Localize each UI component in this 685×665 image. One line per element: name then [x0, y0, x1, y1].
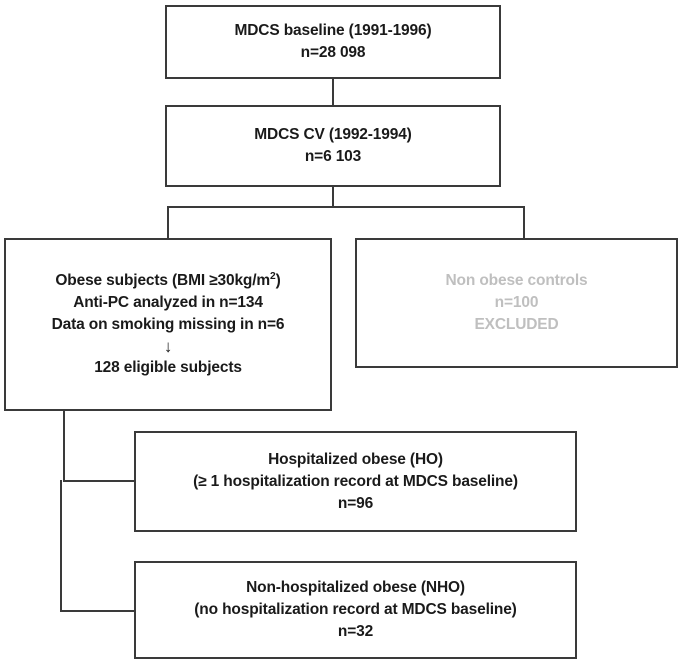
node-non-obese-controls-line1: Non obese controls [445, 272, 588, 289]
node-non-obese-controls-status: EXCLUDED [474, 316, 559, 333]
node-obese-subjects-bmi-suffix: ) [275, 271, 281, 289]
node-hospitalized-obese-criteria: (≥ 1 hospitalization record at MDCS base… [193, 472, 518, 490]
node-obese-subjects-bmi-superscript: 2 [270, 270, 276, 282]
node-hospitalized-obese: Hospitalized obese (HO) (≥ 1 hospitaliza… [134, 431, 577, 532]
node-mdcs-baseline-count: n=28 098 [300, 44, 366, 61]
node-non-hospitalized-obese-criteria: (no hospitalization record at MDCS basel… [194, 601, 517, 618]
node-obese-subjects: Obese subjects (BMI ≥30kg/m2) Anti-PC an… [4, 238, 332, 411]
node-obese-subjects-bmi-prefix: Obese subjects (BMI ≥30kg/m [55, 271, 271, 289]
node-obese-subjects-line1: Obese subjects (BMI ≥30kg/m2) [55, 270, 280, 292]
node-hospitalized-obese-line1: Hospitalized obese (HO) [268, 450, 443, 468]
node-non-hospitalized-obese: Non-hospitalized obese (NHO) (no hospita… [134, 561, 577, 659]
node-obese-subjects-missing: Data on smoking missing in n=6 [51, 315, 285, 333]
node-mdcs-baseline: MDCS baseline (1991-1996) n=28 098 [165, 5, 501, 79]
node-hospitalized-obese-count: n=96 [337, 494, 374, 512]
node-mdcs-cv-line1: MDCS CV (1992-1994) [254, 126, 412, 143]
node-non-hospitalized-obese-count: n=32 [337, 623, 374, 640]
node-non-obese-controls-count: n=100 [494, 294, 539, 311]
node-non-hospitalized-obese-line1: Non-hospitalized obese (NHO) [246, 579, 465, 596]
node-mdcs-cv-count: n=6 103 [304, 148, 362, 165]
down-arrow-icon: ↓ [163, 336, 173, 356]
node-mdcs-cv: MDCS CV (1992-1994) n=6 103 [165, 105, 501, 187]
node-obese-subjects-analyzed: Anti-PC analyzed in n=134 [73, 293, 263, 311]
node-non-obese-controls: Non obese controls n=100 EXCLUDED [355, 238, 678, 368]
node-obese-subjects-eligible: 128 eligible subjects [94, 359, 242, 377]
node-mdcs-baseline-line1: MDCS baseline (1991-1996) [234, 22, 432, 39]
